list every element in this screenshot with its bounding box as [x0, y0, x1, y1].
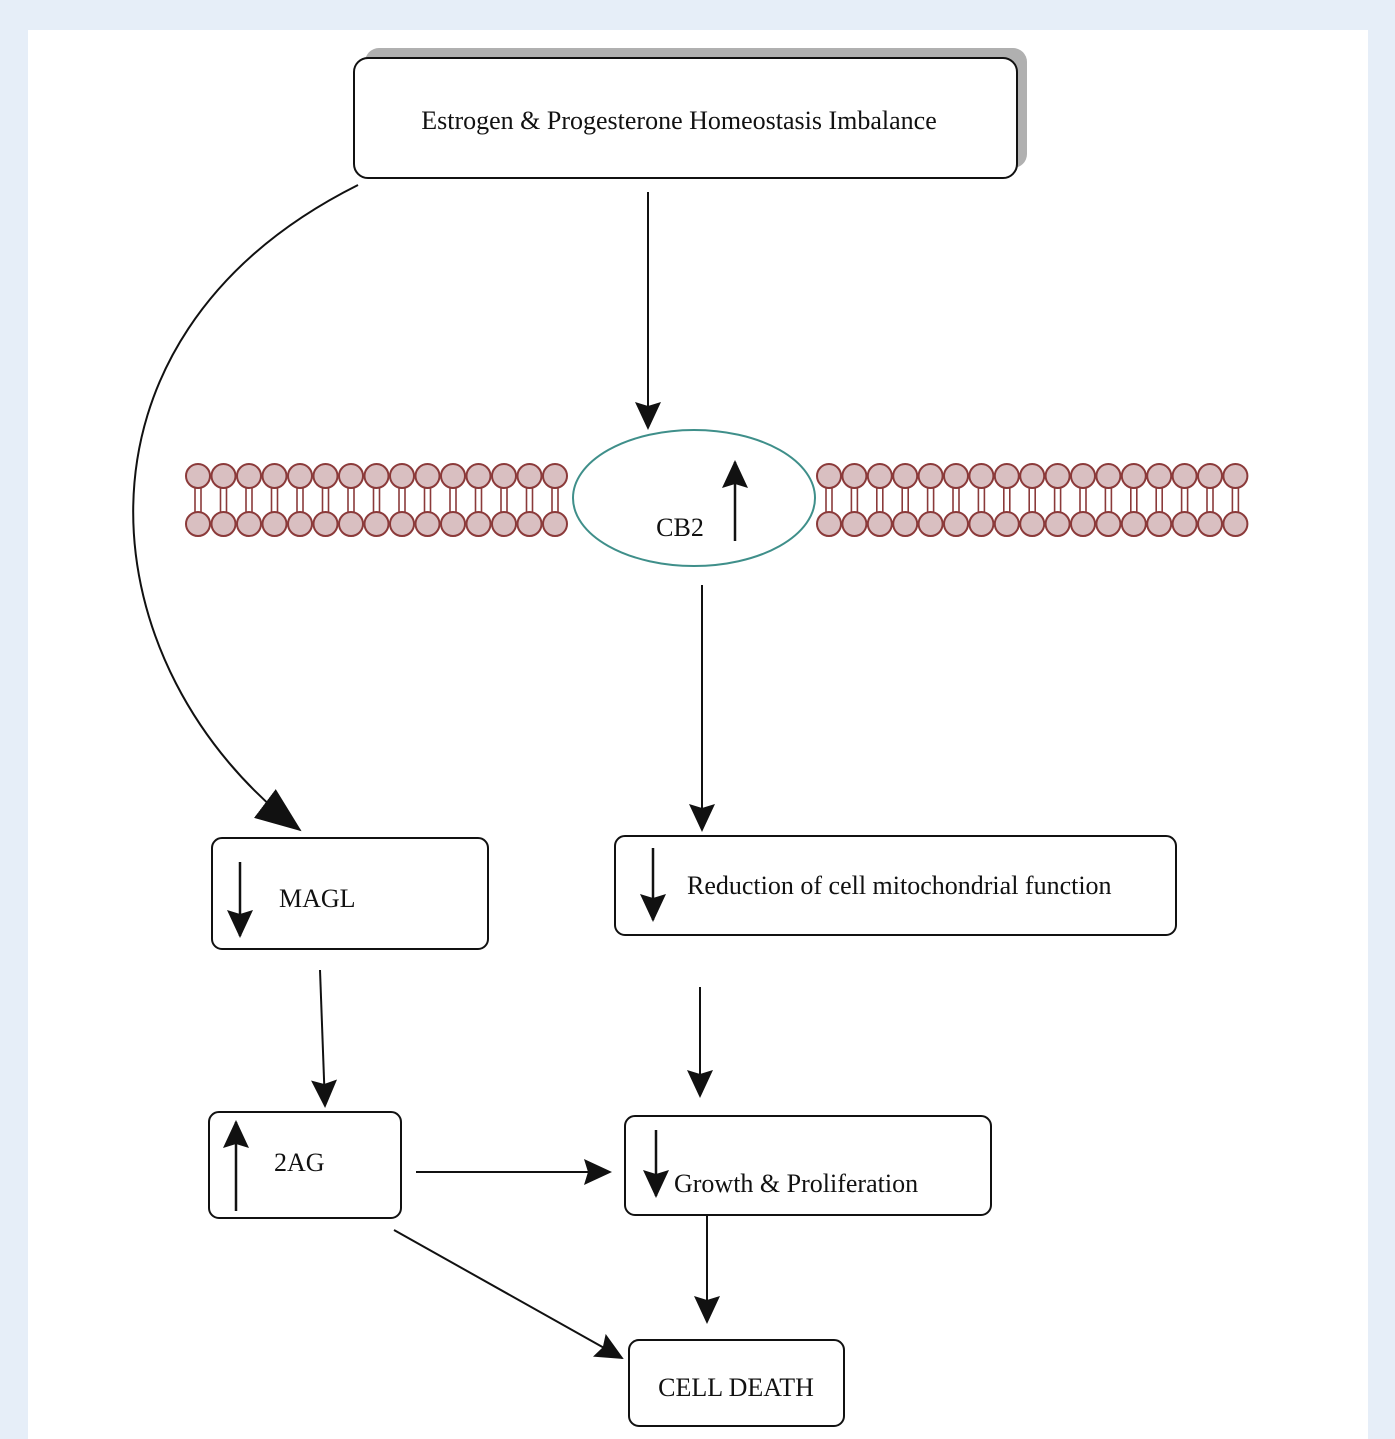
- mitochondrial-label: Reduction of cell mitochondrial function: [687, 871, 1112, 900]
- cell-membrane-left: [185, 463, 568, 537]
- hormone-imbalance-label: Estrogen & Progesterone Homeostasis Imba…: [421, 106, 937, 135]
- lipid-head: [943, 511, 969, 537]
- mitochondrial-node: Reduction of cell mitochondrial function: [614, 835, 1177, 936]
- two-ag-node: 2AG: [208, 1111, 402, 1219]
- connectors: [132, 184, 720, 1359]
- growth-node: Growth & Proliferation: [624, 1115, 992, 1216]
- lipid-head: [389, 463, 415, 489]
- lipid-head: [866, 511, 893, 537]
- lipid-head: [1044, 511, 1071, 537]
- lipid-head: [917, 463, 944, 489]
- growth-label: Growth & Proliferation: [674, 1169, 918, 1198]
- lipid-head: [491, 463, 517, 489]
- lipid-head: [236, 511, 262, 537]
- magl-label: MAGL: [279, 884, 356, 913]
- lipid-head: [841, 463, 868, 489]
- lipid-head: [261, 463, 288, 489]
- two-ag-label: 2AG: [274, 1148, 325, 1177]
- lipid-head: [491, 511, 517, 537]
- lipid-head: [210, 511, 237, 537]
- lipid-head: [440, 463, 466, 489]
- pathway-diagram: Estrogen & Progesterone Homeostasis Imba…: [132, 48, 1249, 1427]
- lipid-head: [1146, 463, 1173, 489]
- cell-death-label: CELL DEATH: [658, 1373, 814, 1402]
- lipid-head: [841, 511, 868, 537]
- cell-membrane-right: [816, 463, 1249, 537]
- lipid-head: [1095, 511, 1122, 537]
- lipid-head: [465, 463, 492, 489]
- lipid-head: [338, 463, 364, 489]
- lipid-head: [1070, 463, 1096, 489]
- lipid-head: [943, 463, 969, 489]
- lipid-head: [312, 511, 339, 537]
- lipid-head: [1070, 511, 1096, 537]
- lipid-head: [210, 463, 237, 489]
- lipid-head: [440, 511, 466, 537]
- lipid-head: [414, 463, 441, 489]
- lipid-head: [542, 511, 568, 537]
- lipid-head: [1146, 511, 1173, 537]
- lipid-head: [1222, 511, 1249, 537]
- lipid-head: [389, 511, 415, 537]
- lipid-head: [1044, 463, 1071, 489]
- lipid-head: [363, 511, 390, 537]
- lipid-head: [993, 463, 1020, 489]
- edge-hormone-to-magl: [132, 184, 359, 832]
- edge-magl-to-two-ag: [311, 969, 338, 1108]
- lipid-head: [816, 511, 842, 537]
- lipid-head: [1120, 511, 1147, 537]
- cell-death-node: CELL DEATH: [628, 1339, 845, 1427]
- lipid-head: [1095, 463, 1122, 489]
- cb2-label: CB2: [656, 513, 704, 542]
- lipid-head: [287, 511, 313, 537]
- lipid-head: [1019, 511, 1046, 537]
- lipid-head: [414, 511, 441, 537]
- figure-panel: Estrogen & Progesterone Homeostasis Imba…: [28, 30, 1368, 1439]
- lipid-head: [1171, 511, 1198, 537]
- lipid-head: [236, 463, 262, 489]
- lipid-head: [516, 463, 543, 489]
- lipid-head: [185, 511, 211, 537]
- lipid-head: [1171, 463, 1198, 489]
- lipid-head: [1222, 463, 1249, 489]
- lipid-head: [816, 463, 842, 489]
- edge-two-ag-to-cell-death: [393, 1229, 624, 1359]
- lipid-head: [1197, 511, 1223, 537]
- lipid-head: [465, 511, 492, 537]
- lipid-head: [287, 463, 313, 489]
- lipid-head: [968, 463, 995, 489]
- lipid-head: [261, 511, 288, 537]
- cb2-receptor: CB2: [572, 429, 816, 567]
- lipid-head: [312, 463, 339, 489]
- lipid-head: [892, 463, 919, 489]
- lipid-head: [1019, 463, 1046, 489]
- lipid-head: [866, 463, 893, 489]
- lipid-head: [1120, 463, 1147, 489]
- lipid-head: [542, 463, 568, 489]
- lipid-head: [892, 511, 919, 537]
- lipid-head: [968, 511, 995, 537]
- lipid-head: [516, 511, 543, 537]
- lipid-head: [1197, 463, 1223, 489]
- lipid-head: [185, 463, 211, 489]
- lipid-head: [917, 511, 944, 537]
- lipid-head: [338, 511, 364, 537]
- lipid-head: [993, 511, 1020, 537]
- hormone-imbalance-node: Estrogen & Progesterone Homeostasis Imba…: [353, 48, 1027, 179]
- magl-node: MAGL: [211, 837, 489, 950]
- lipid-head: [363, 463, 390, 489]
